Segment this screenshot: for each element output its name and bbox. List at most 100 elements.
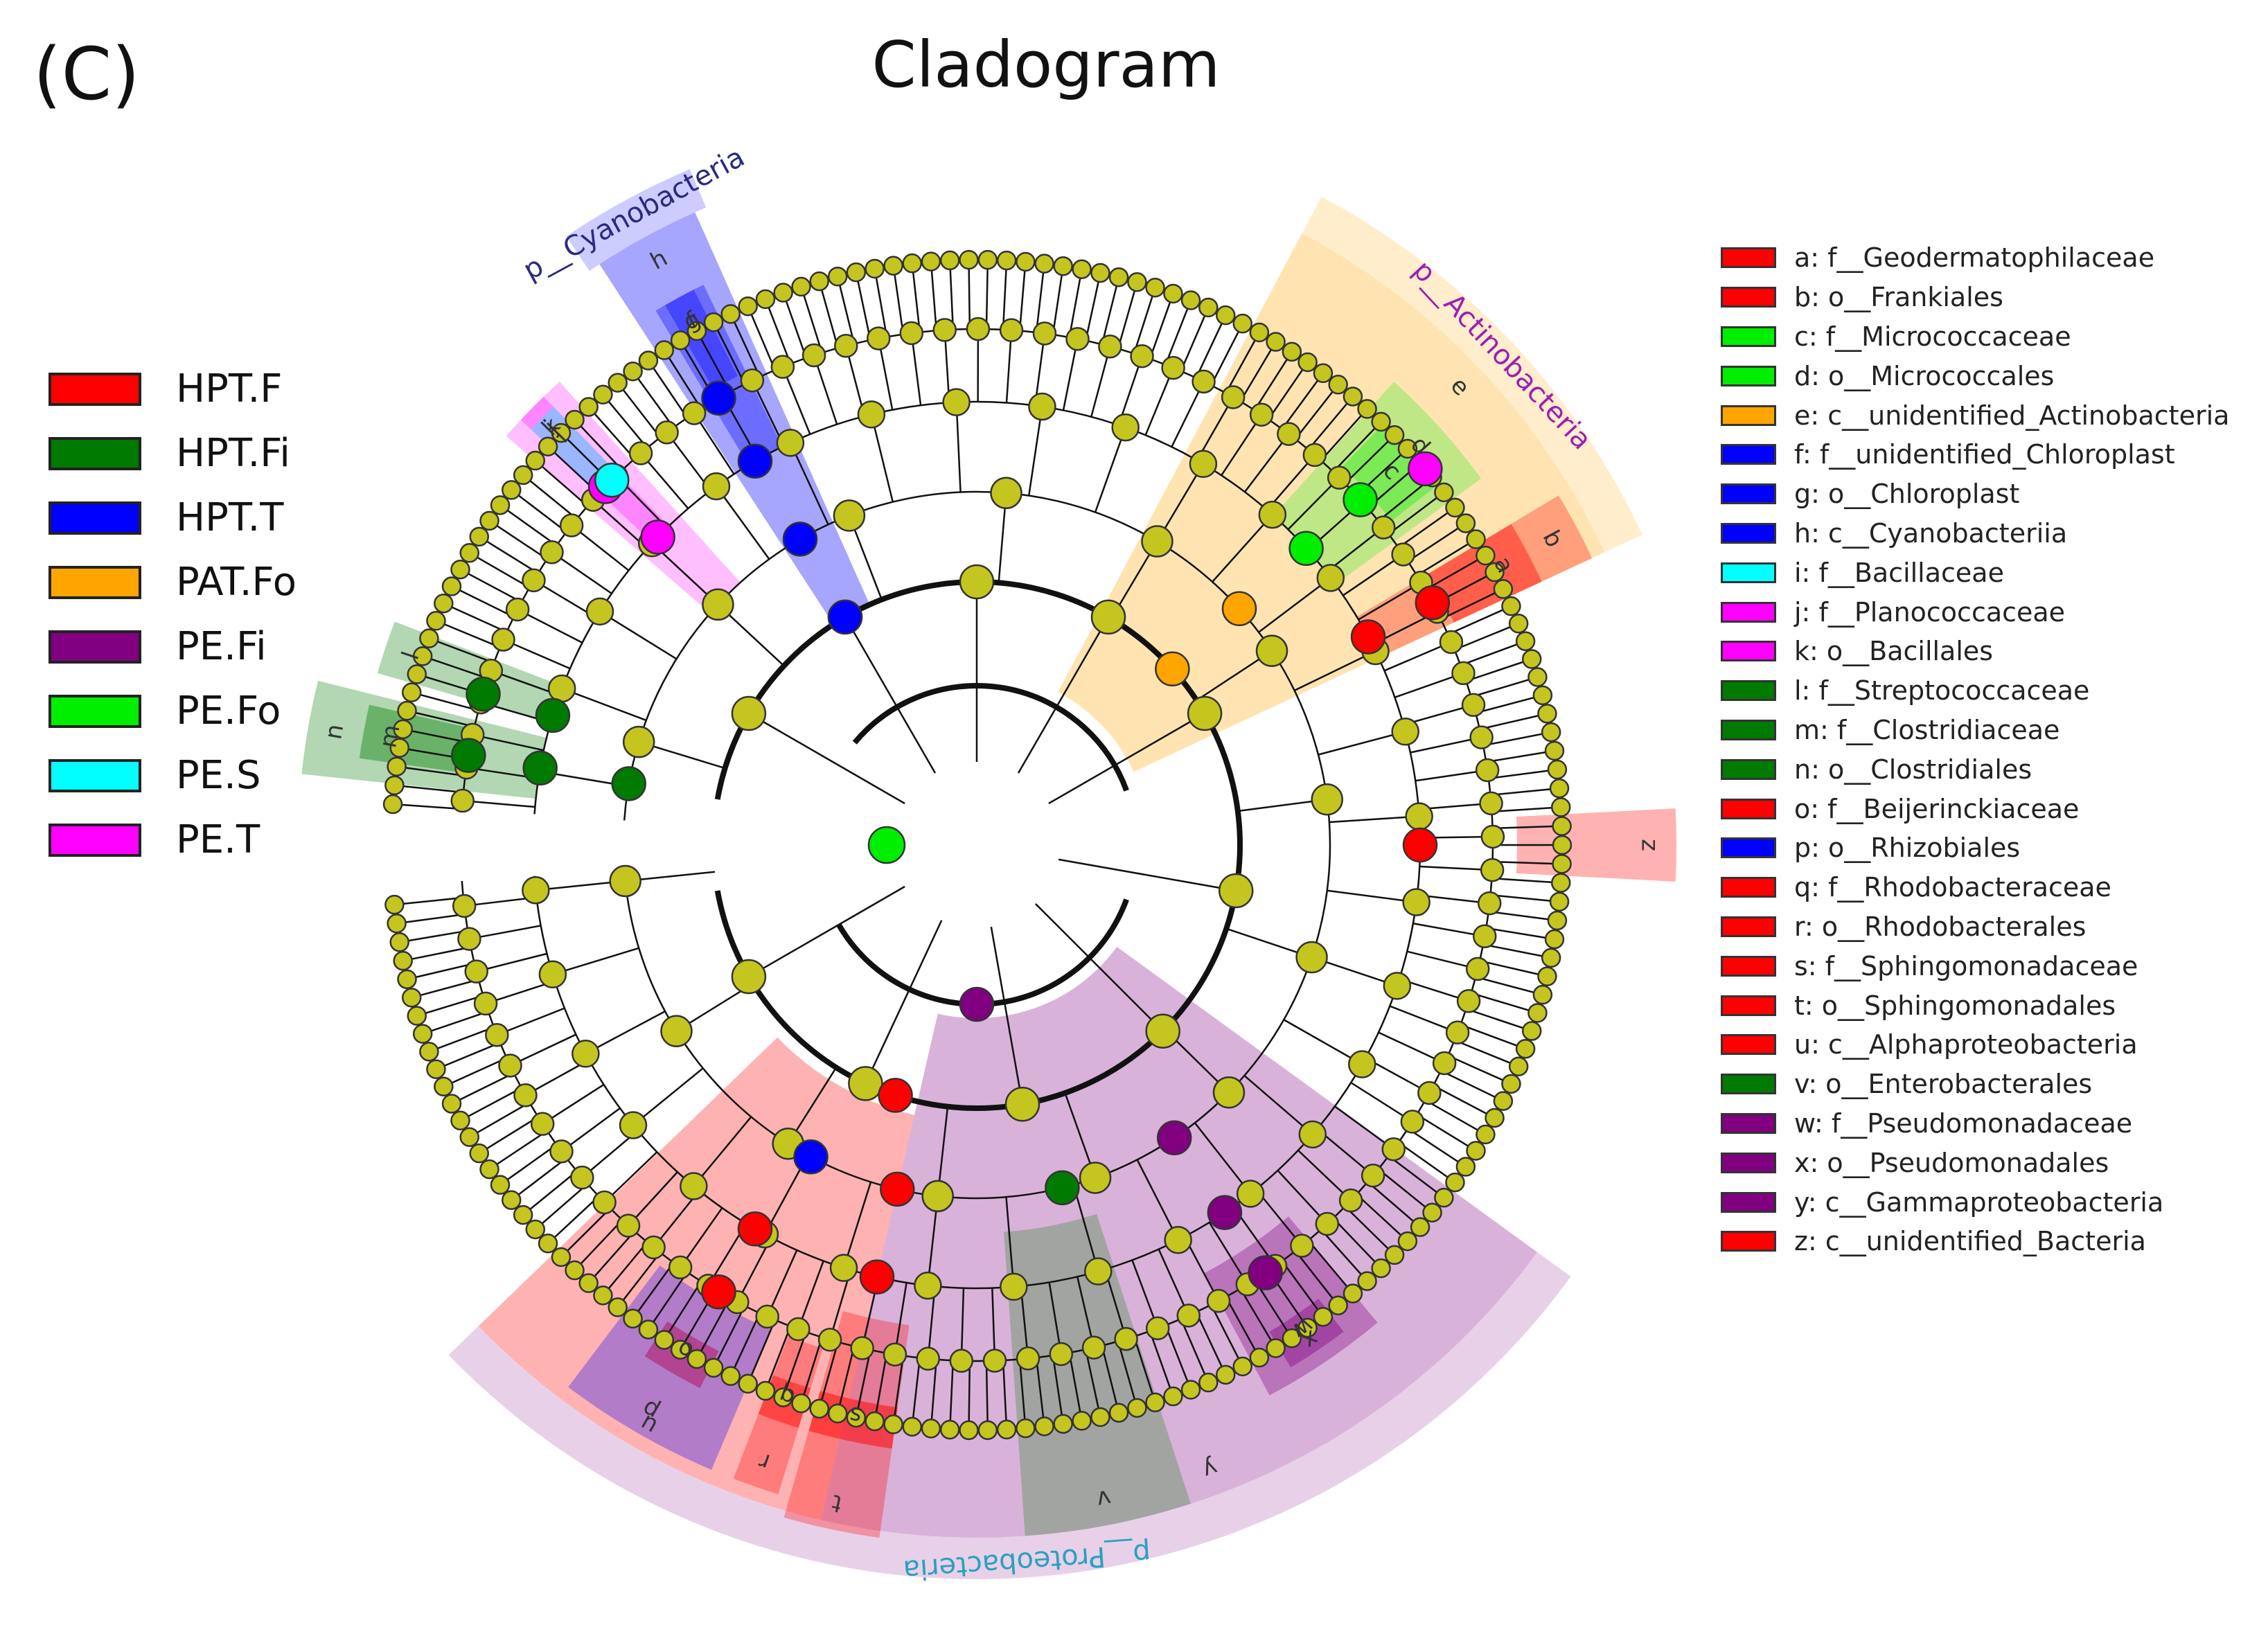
family-node bbox=[999, 318, 1024, 342]
leaf-node bbox=[996, 250, 1017, 271]
sector-letter: z bbox=[1636, 839, 1664, 851]
leaf-edge bbox=[663, 349, 702, 409]
leaf-edge bbox=[479, 1116, 539, 1155]
leaf-edge bbox=[1052, 266, 1064, 335]
class-node bbox=[702, 588, 734, 621]
legend-swatch bbox=[1721, 522, 1776, 544]
taxa-legend-item: v: o__Enterobacterales bbox=[1721, 1065, 2229, 1104]
family-edge bbox=[524, 1059, 590, 1096]
leaf-edge bbox=[1085, 1349, 1101, 1418]
leaf-edge bbox=[1164, 300, 1192, 366]
family-edge bbox=[1378, 1031, 1445, 1065]
family-edge bbox=[503, 639, 571, 670]
order-node bbox=[1111, 413, 1140, 442]
leaf-edge bbox=[407, 709, 475, 728]
leaf-node bbox=[883, 256, 903, 276]
taxa-legend-item: m: f__Clostridiaceae bbox=[1721, 711, 2229, 750]
leaf-edge bbox=[451, 1072, 515, 1105]
class-node bbox=[609, 864, 641, 898]
legend-label: d: o__Micrococcales bbox=[1794, 360, 2055, 391]
order-edge bbox=[1005, 1197, 1015, 1287]
leaf-edge bbox=[479, 535, 539, 574]
leaf-node bbox=[638, 1319, 659, 1340]
family-edge bbox=[1316, 1128, 1374, 1177]
leaf-node bbox=[996, 1419, 1017, 1440]
taxa-legend-item: b: o__Frankiales bbox=[1721, 278, 2229, 317]
biomarker-node bbox=[1207, 1195, 1243, 1230]
leaf-edge bbox=[422, 1011, 489, 1035]
family-node bbox=[1032, 321, 1057, 346]
leaf-edge bbox=[587, 406, 635, 460]
family-node bbox=[867, 326, 891, 350]
biomarker-node bbox=[959, 986, 995, 1022]
leaf-edge bbox=[435, 620, 501, 648]
leaf-node bbox=[1466, 529, 1486, 549]
leaf-edge bbox=[1416, 1114, 1477, 1152]
family-edge bbox=[542, 1083, 605, 1125]
leaf-edge bbox=[1018, 1359, 1027, 1429]
leaf-edge bbox=[836, 276, 856, 344]
leaf-node bbox=[791, 276, 811, 297]
family-edge bbox=[462, 799, 535, 808]
leaf-edge bbox=[1253, 351, 1293, 411]
biomarker-node bbox=[451, 738, 486, 773]
leaf-edge bbox=[836, 1346, 856, 1414]
leaf-edge bbox=[1486, 927, 1555, 941]
family-node bbox=[850, 1336, 874, 1360]
family-node bbox=[1176, 1304, 1201, 1328]
leaf-node bbox=[1282, 1328, 1302, 1349]
family-edge bbox=[1417, 894, 1490, 905]
clade-sector-c bbox=[1342, 424, 1438, 522]
family-edge bbox=[592, 499, 648, 549]
leaf-node bbox=[883, 1414, 903, 1434]
leaf-edge bbox=[1491, 877, 1561, 884]
leaf-node bbox=[773, 1387, 793, 1407]
legend-swatch bbox=[1721, 247, 1776, 269]
order-node bbox=[1164, 1225, 1192, 1254]
leaf-node bbox=[654, 1330, 675, 1350]
order-node bbox=[1405, 802, 1433, 830]
family-edge bbox=[1048, 1282, 1063, 1355]
group-legend-item: PE.Fo bbox=[48, 679, 296, 743]
family-node bbox=[1475, 758, 1500, 783]
leaf-edge bbox=[411, 691, 479, 711]
legend-label: t: o__Sphingomonadales bbox=[1794, 990, 2116, 1021]
biomarker-node bbox=[878, 1078, 913, 1113]
leaf-node bbox=[1532, 685, 1553, 706]
family-edge bbox=[1158, 1249, 1189, 1316]
biomarker-node bbox=[1350, 619, 1386, 655]
legend-label: HPT.F bbox=[176, 366, 283, 411]
legend-swatch bbox=[1721, 798, 1776, 819]
leaf-node bbox=[1552, 854, 1572, 874]
phylum-band-actinobacteria bbox=[1302, 197, 1642, 553]
leaf-edge bbox=[911, 263, 921, 332]
order-edge bbox=[561, 687, 647, 722]
family-node bbox=[1432, 1051, 1457, 1076]
family-node bbox=[1191, 369, 1216, 394]
biomarker-node bbox=[1221, 591, 1257, 626]
family-node bbox=[740, 368, 765, 393]
leaf-node bbox=[1328, 1295, 1348, 1315]
order-node bbox=[1383, 972, 1412, 1000]
leaf-edge bbox=[1281, 1260, 1324, 1317]
family-edge bbox=[1287, 477, 1340, 531]
taxa-legend-item: y: c__Gammaproteobacteria bbox=[1721, 1182, 2229, 1222]
family-edge bbox=[1358, 582, 1422, 621]
leaf-node bbox=[1455, 513, 1476, 533]
phylum-edge bbox=[748, 885, 905, 978]
leaf-edge bbox=[602, 393, 648, 449]
leaf-edge bbox=[1149, 293, 1174, 359]
family-node bbox=[834, 334, 858, 358]
family-node bbox=[1249, 402, 1274, 427]
biomarker-node bbox=[1156, 1120, 1192, 1156]
leaf-node bbox=[1053, 1414, 1073, 1434]
leaf-edge bbox=[1195, 1311, 1227, 1376]
taxa-legend-item: r: o__Rhodobacterales bbox=[1721, 907, 2229, 947]
taxa-legend-item: i: f__Bacillaceae bbox=[1721, 553, 2229, 592]
leaf-node bbox=[1445, 1172, 1465, 1193]
leaf-node bbox=[1493, 579, 1514, 599]
tree-nodes bbox=[382, 249, 1572, 1441]
family-edge bbox=[1183, 1236, 1220, 1301]
